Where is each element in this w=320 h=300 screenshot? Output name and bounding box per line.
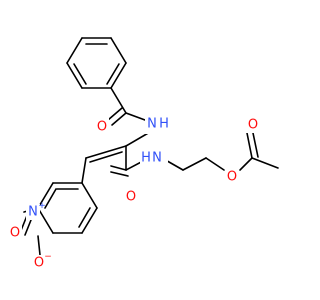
bond bbox=[252, 132, 259, 158]
bond bbox=[66, 62, 83, 89]
bond bbox=[205, 157, 225, 171]
bond bbox=[89, 151, 123, 163]
atom-h-amide1: H bbox=[159, 117, 169, 132]
bond bbox=[246, 132, 253, 159]
bond bbox=[78, 207, 91, 228]
bond bbox=[111, 112, 127, 126]
bond bbox=[251, 157, 279, 169]
bond bbox=[44, 188, 57, 209]
bond bbox=[85, 145, 127, 159]
charge-minus: − bbox=[44, 252, 52, 262]
atom-o-nitro2: O bbox=[34, 256, 44, 271]
atom-n-amide1: N bbox=[147, 117, 157, 132]
molecule-structure-diagram: O N H H N O O O N + O O − bbox=[8, 37, 279, 271]
atom-o-nitro1: O bbox=[10, 226, 20, 241]
bond bbox=[37, 207, 54, 234]
atom-o-amide2: O bbox=[126, 190, 136, 205]
bonds bbox=[19, 37, 279, 256]
atom-o-ester: O bbox=[227, 170, 237, 185]
charge-plus: + bbox=[38, 201, 46, 211]
bond bbox=[106, 63, 120, 85]
bond bbox=[37, 235, 41, 256]
bond bbox=[37, 182, 54, 209]
bond bbox=[81, 157, 87, 184]
bond bbox=[110, 165, 127, 171]
atom-n-amide2: N bbox=[152, 151, 162, 166]
bond bbox=[110, 171, 129, 177]
atom-o-benzoyl: O bbox=[97, 120, 107, 135]
atom-o-acetyl: O bbox=[248, 118, 258, 133]
bond bbox=[107, 107, 123, 121]
bond bbox=[66, 37, 83, 64]
atom-labels: O N H H N O O O N + O O − bbox=[8, 116, 260, 271]
bond bbox=[81, 207, 98, 234]
atom-n-nitro: N bbox=[28, 205, 38, 220]
bond bbox=[239, 157, 253, 171]
bond bbox=[73, 63, 87, 85]
bond bbox=[182, 157, 207, 171]
bond bbox=[125, 131, 151, 147]
bond bbox=[110, 62, 127, 89]
atom-h-amide2: H bbox=[141, 151, 151, 166]
bond bbox=[81, 182, 98, 209]
bond bbox=[110, 37, 127, 64]
bond bbox=[110, 87, 127, 114]
bond bbox=[125, 112, 146, 121]
